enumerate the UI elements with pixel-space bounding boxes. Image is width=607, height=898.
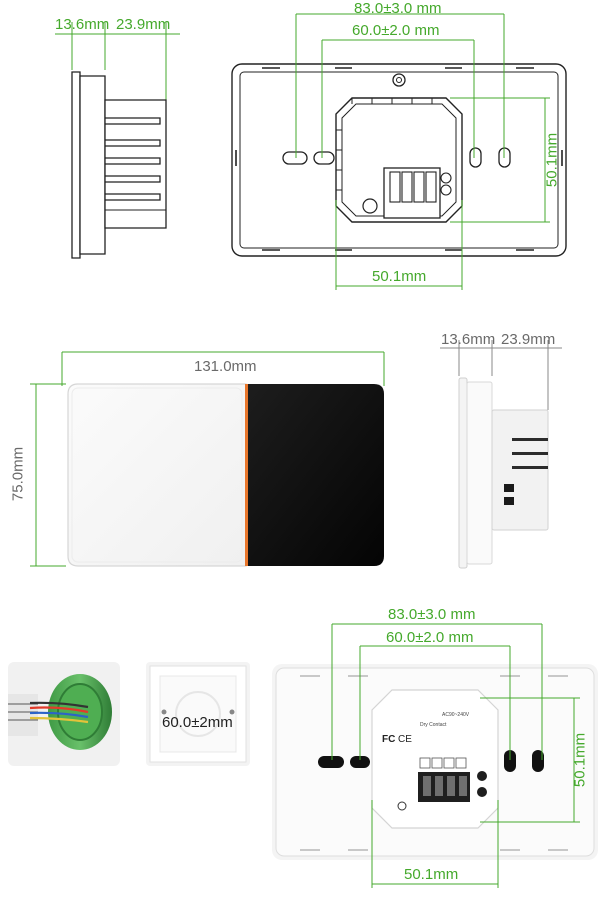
junction-box-green <box>8 662 120 766</box>
hole-span-inner-label: 60.0±2.0 mm <box>352 22 440 39</box>
hole-span-outer-label: 83.0±3.0 mm <box>354 0 442 17</box>
side-depth-back-label: 23.9mm <box>116 16 171 33</box>
front-height-label: 75.0mm <box>9 446 27 502</box>
junction-box-white <box>146 662 250 766</box>
hole-span-inner-label-bottom: 60.0±2.0 mm <box>386 629 474 646</box>
svg-text:AC90~240V: AC90~240V <box>442 712 470 718</box>
module-width-label-bottom: 50.1mm <box>404 866 459 883</box>
back-plate-photo: FC CE Dry Contact AC90~240V <box>272 623 598 888</box>
module-height-label: 50.1mm <box>543 132 561 188</box>
side-depth-front-label-middle: 13.6mm <box>441 331 496 348</box>
front-view <box>30 351 385 567</box>
svg-text:Dry Contact: Dry Contact <box>420 722 447 728</box>
side-profile-top <box>55 22 180 259</box>
side-profile-middle <box>440 340 562 569</box>
side-depth-back-label-middle: 23.9mm <box>501 331 556 348</box>
module-height-label-bottom: 50.1mm <box>571 732 589 788</box>
side-depth-front-label: 13.6mm <box>55 16 110 33</box>
front-width-label: 131.0mm <box>194 358 257 375</box>
box-hole-span-label: 60.0±2mm <box>162 714 233 731</box>
hole-span-outer-label-bottom: 83.0±3.0 mm <box>388 606 476 623</box>
svg-text:CE: CE <box>398 734 412 745</box>
module-width-label: 50.1mm <box>372 268 427 285</box>
back-plate-top <box>231 13 567 290</box>
svg-text:FC: FC <box>382 734 395 745</box>
